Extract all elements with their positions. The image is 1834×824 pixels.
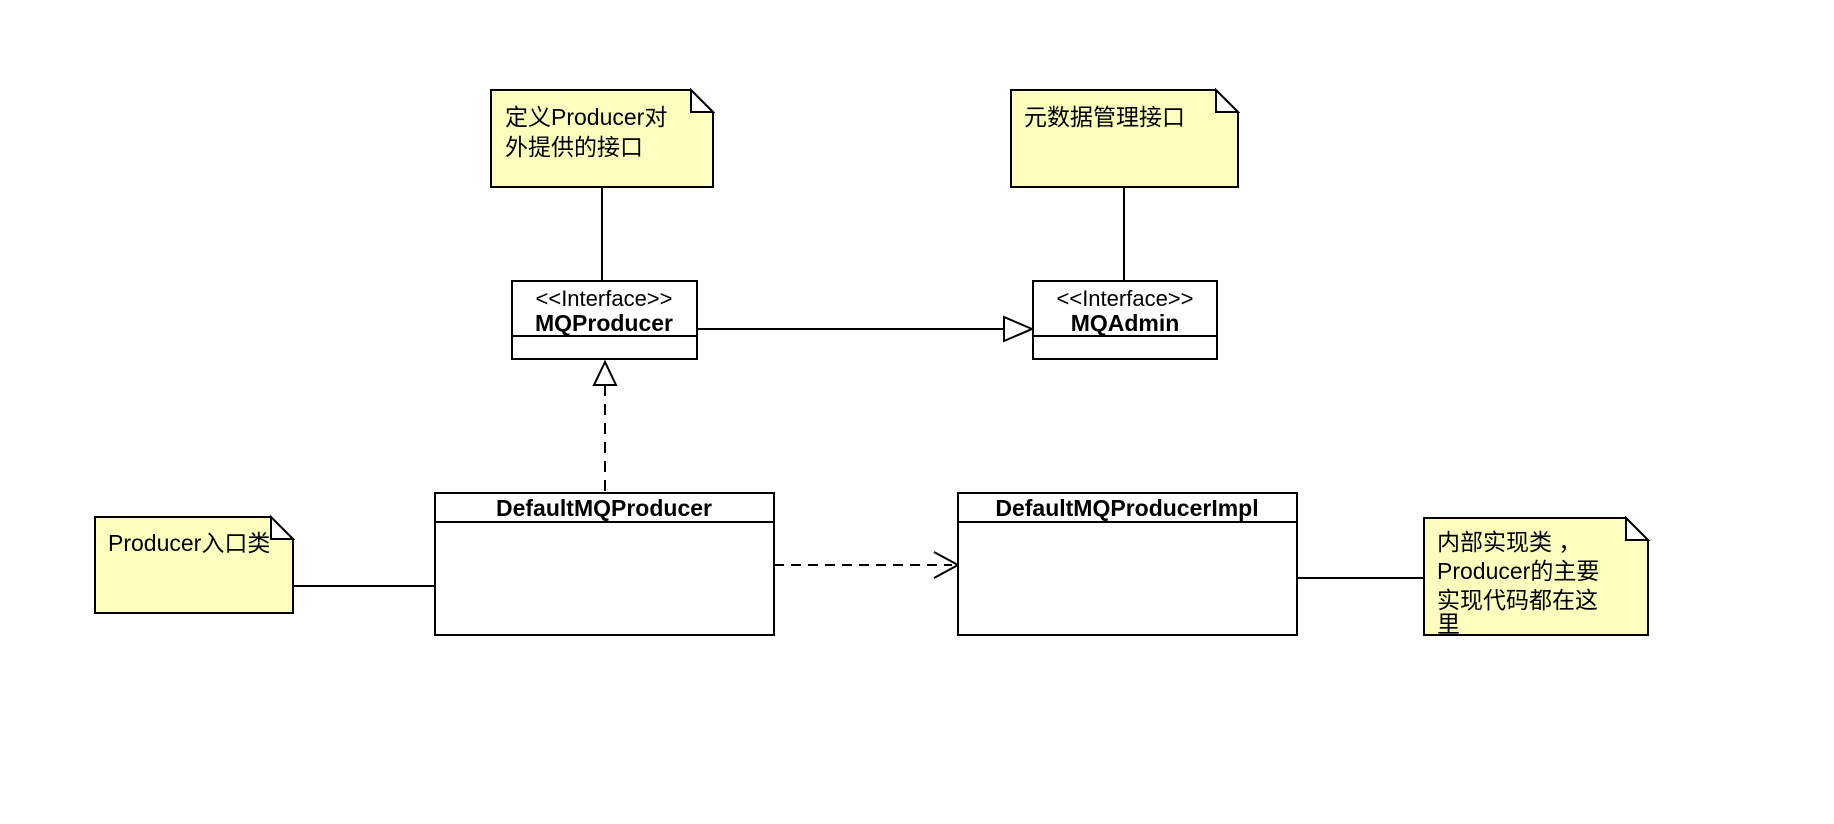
interface-mqadmin: <<Interface>> MQAdmin [1032,280,1218,360]
note-internal-implementation: 内部实现类 ， Producer的主要 实现代码都在这 里 [1423,515,1651,637]
note-producer-entry: Producer入口类 [94,514,296,614]
interface-name: MQProducer [535,310,673,336]
note-line: 外提供的接口 [505,134,643,160]
note-line: 实现代码都在这 [1437,587,1598,613]
note-producer-interface-definition: 定义Producer对 外提供的接口 [490,87,716,188]
interface-box [1032,280,1218,360]
class-defaultmqproducerimpl: DefaultMQProducerImpl [957,492,1298,636]
note-fold-icon [690,87,716,113]
class-name: DefaultMQProducerImpl [995,495,1258,521]
class-defaultmqproducer: DefaultMQProducer [434,492,775,636]
note-fold-icon [1625,515,1651,541]
note-line: Producer的主要 [1437,558,1599,584]
note-body [1010,89,1239,188]
note-fold-icon [270,514,296,540]
interface-stereotype: <<Interface>> [1057,286,1194,311]
note-fold-icon [1215,87,1241,113]
interface-stereotype: <<Interface>> [536,286,673,311]
class-name: DefaultMQProducer [496,495,712,521]
note-line: 元数据管理接口 [1024,104,1185,130]
note-line: Producer入口类 [108,530,270,556]
note-line: 内部实现类 ， [1437,529,1581,555]
interface-mqproducer: <<Interface>> MQProducer [511,280,698,360]
generalization-arrowhead-icon [1003,315,1035,343]
note-body [1423,517,1649,636]
note-line: 定义Producer对 [505,104,667,130]
class-box [957,492,1298,636]
note-body [490,89,714,188]
realization-arrowhead-icon [592,359,618,386]
note-metadata-management: 元数据管理接口 [1010,87,1241,188]
note-line: 里 [1437,611,1460,637]
class-box [434,492,775,636]
interface-name: MQAdmin [1071,310,1180,336]
interface-box [511,280,698,360]
note-body [94,516,294,614]
